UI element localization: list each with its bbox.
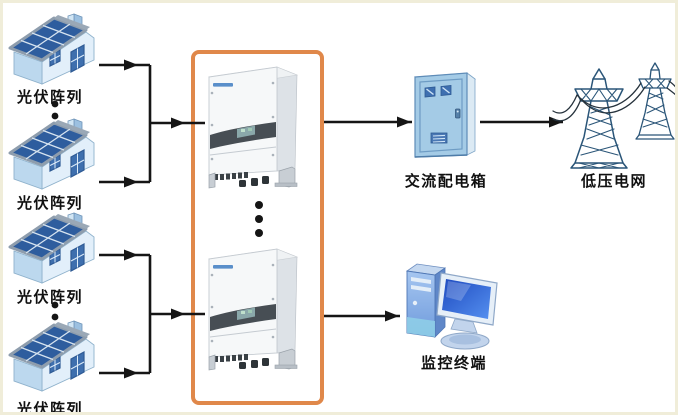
grid-label: 低压电网	[580, 173, 647, 190]
inverter-icon	[208, 248, 298, 371]
ac-distribution-box-label: 交流配电箱	[404, 173, 488, 190]
pv-array-icon	[8, 211, 96, 285]
pv-array-label: 光伏阵列	[17, 401, 84, 415]
pv-array-label: 光伏阵列	[17, 289, 84, 306]
ac-distribution-box-icon	[414, 72, 476, 158]
monitor-terminal-icon	[406, 263, 498, 350]
pv-array-label: 光伏阵列	[17, 89, 84, 106]
pv-array-icon	[8, 12, 96, 86]
pv-array-icon	[8, 117, 96, 191]
power-grid-towers-icon	[552, 62, 675, 169]
pv-array-label: 光伏阵列	[17, 195, 84, 212]
connector-arrows	[51, 59, 563, 379]
inverter-icon	[208, 66, 298, 189]
monitor-terminal-label: 监控终端	[420, 355, 487, 372]
inverter-group-frame	[191, 50, 324, 405]
pv-array-icon	[8, 319, 96, 393]
